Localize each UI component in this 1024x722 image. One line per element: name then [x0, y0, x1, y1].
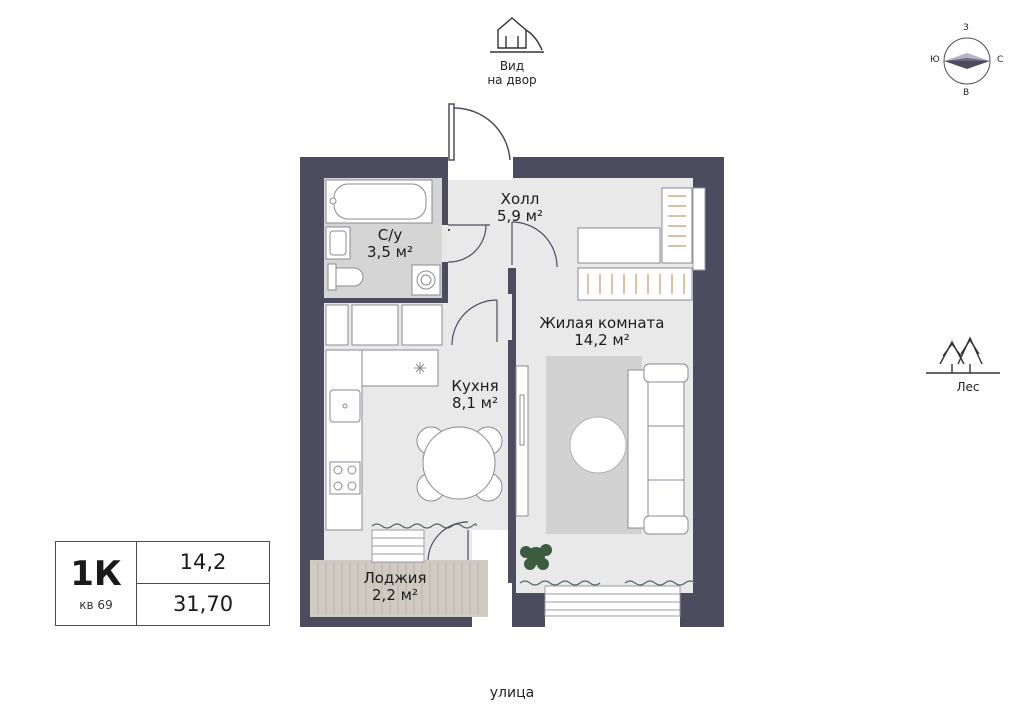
kitchen-cabinets — [325, 304, 443, 531]
sofa — [627, 363, 689, 535]
compass-icon — [943, 37, 991, 85]
playground-icon — [490, 17, 544, 53]
curtains — [371, 523, 696, 586]
entrance-door — [448, 103, 511, 161]
yard-view-label: Вид на двор — [487, 59, 537, 87]
room-living-name: Жилая комната — [539, 314, 665, 332]
washing-machine — [411, 264, 441, 296]
room-living-area: 14,2 м² — [574, 331, 630, 350]
compass-east: С — [997, 55, 1004, 65]
wardrobe-hangers — [587, 195, 686, 294]
apartment-type: 1К — [70, 554, 122, 594]
apartment-number: кв 69 — [79, 598, 113, 612]
street-label: улица — [489, 685, 535, 701]
room-kitchen-name: Кухня — [451, 377, 499, 395]
stove — [329, 461, 361, 495]
loggia-deck — [317, 562, 479, 615]
rug — [546, 356, 642, 534]
total-area-value: 31,70 — [172, 592, 234, 616]
room-loggia-name: Лоджия — [363, 569, 427, 587]
window-glass-lines — [372, 537, 680, 611]
kitchen-sink — [329, 389, 361, 423]
room-bathroom-area: 3,5 м² — [367, 243, 413, 262]
bathroom-sink — [325, 226, 351, 260]
forest-label: Лес — [956, 380, 980, 394]
living-area-value: 14,2 — [137, 542, 269, 584]
room-loggia-area: 2,2 м² — [372, 586, 418, 605]
room-loggia: Лоджия 2,2 м² — [350, 569, 440, 605]
compass-west: Ю — [930, 55, 940, 65]
plant — [520, 544, 552, 570]
inner-walls — [324, 178, 516, 583]
room-hall-area: 5,9 м² — [497, 207, 543, 226]
hall-wardrobe — [577, 187, 693, 301]
compass-south: В — [963, 88, 970, 98]
apartment-type-cell: 1К кв 69 — [56, 542, 137, 625]
fridge — [414, 362, 426, 374]
compass-north: З — [963, 23, 969, 33]
forest-icon — [926, 336, 1000, 374]
room-kitchen: Кухня 8,1 м² — [435, 377, 515, 413]
room-bathroom: С/у 3,5 м² — [350, 226, 430, 262]
bathroom-door — [447, 224, 490, 263]
bathtub — [325, 179, 433, 224]
room-hall-name: Холл — [500, 190, 540, 208]
room-living: Жилая комната 14,2 м² — [522, 314, 682, 350]
tv-unit — [515, 365, 529, 517]
room-hall: Холл 5,9 м² — [470, 190, 570, 226]
living-door — [511, 221, 558, 268]
kitchen-door — [451, 299, 498, 346]
room-bathroom-name: С/у — [377, 226, 403, 244]
dining-table — [416, 426, 503, 502]
loggia-door — [427, 521, 469, 561]
toilet — [327, 263, 364, 291]
room-kitchen-area: 8,1 м² — [452, 394, 498, 413]
windows — [371, 187, 706, 617]
apartment-info-box: 1К кв 69 14,2 31,70 — [55, 541, 270, 626]
